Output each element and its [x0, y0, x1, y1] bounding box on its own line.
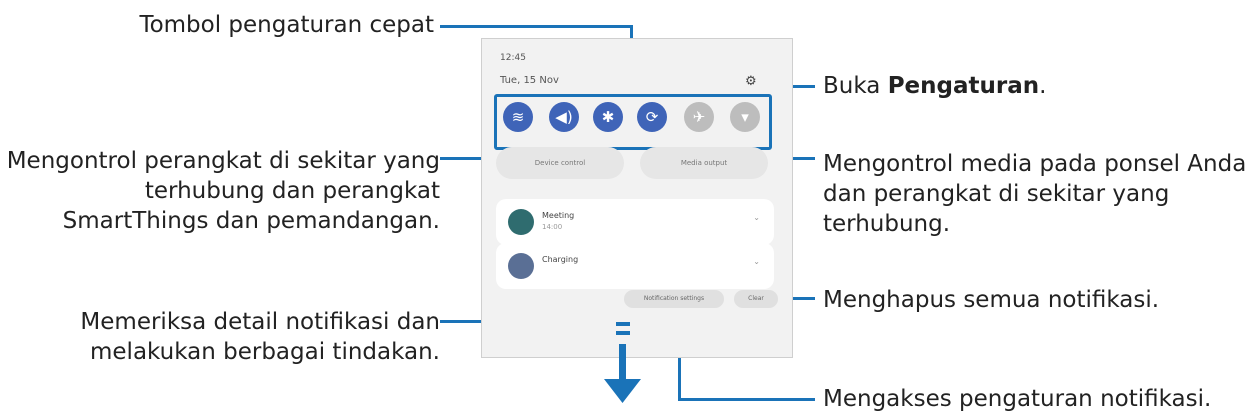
swipe-handle-bar	[616, 331, 630, 335]
notification-card-charging[interactable]: Charging ⌄	[496, 243, 774, 289]
annotation-clear-all: Menghapus semua notifikasi.	[823, 287, 1160, 313]
notification-panel: 12:45 Tue, 15 Nov ⚙ ≋ ◀) ✱ ⟳ ✈ ▾ Device …	[481, 38, 793, 358]
calendar-icon	[508, 209, 534, 235]
leader-line-quick-settings	[440, 25, 632, 28]
settings-gear-icon[interactable]: ⚙	[745, 74, 757, 89]
annotation-open-settings: Buka Pengaturan.	[823, 73, 1047, 99]
auto-rotate-icon[interactable]: ⟳	[637, 102, 667, 132]
annotation-quick-settings: Tombol pengaturan cepat	[139, 12, 434, 38]
quick-settings-highlight	[494, 94, 772, 150]
notification-settings-button[interactable]: Notification settings	[624, 290, 724, 308]
sound-icon[interactable]: ◀)	[549, 102, 579, 132]
clear-button[interactable]: Clear	[734, 290, 778, 308]
device-control-button[interactable]: Device control	[496, 147, 624, 179]
annotation-media-output: Mengontrol media pada ponsel Anda dan pe…	[823, 151, 1247, 237]
wifi-icon[interactable]: ≋	[503, 102, 533, 132]
status-date: Tue, 15 Nov	[500, 75, 559, 86]
chevron-down-icon[interactable]: ⌄	[753, 257, 760, 266]
swipe-handle-bar	[616, 322, 630, 326]
leader-line-notif-settings	[678, 398, 815, 401]
chevron-down-icon[interactable]: ⌄	[753, 213, 760, 222]
arrow-shaft	[619, 344, 626, 382]
notification-title: Meeting	[542, 211, 575, 220]
annotation-notification-settings: Mengakses pengaturan notifikasi.	[823, 386, 1212, 412]
media-output-button[interactable]: Media output	[640, 147, 768, 179]
leader-line-device-control	[440, 157, 505, 160]
notification-subtitle: 14:00	[542, 223, 563, 231]
notification-card-meeting[interactable]: Meeting 14:00 ⌄	[496, 199, 774, 245]
flashlight-icon[interactable]: ▾	[730, 102, 760, 132]
annotation-device-control: Mengontrol perangkat di sekitar yang ter…	[6, 148, 440, 234]
leader-line-notification-detail	[440, 320, 513, 323]
notification-title: Charging	[542, 255, 579, 264]
annotation-notification-detail: Memeriksa detail notifikasi dan melakuka…	[80, 309, 440, 365]
airplane-icon[interactable]: ✈	[684, 102, 714, 132]
status-time: 12:45	[500, 53, 526, 63]
arrow-down-icon	[604, 379, 641, 403]
bluetooth-icon[interactable]: ✱	[593, 102, 623, 132]
charging-icon	[508, 253, 534, 279]
